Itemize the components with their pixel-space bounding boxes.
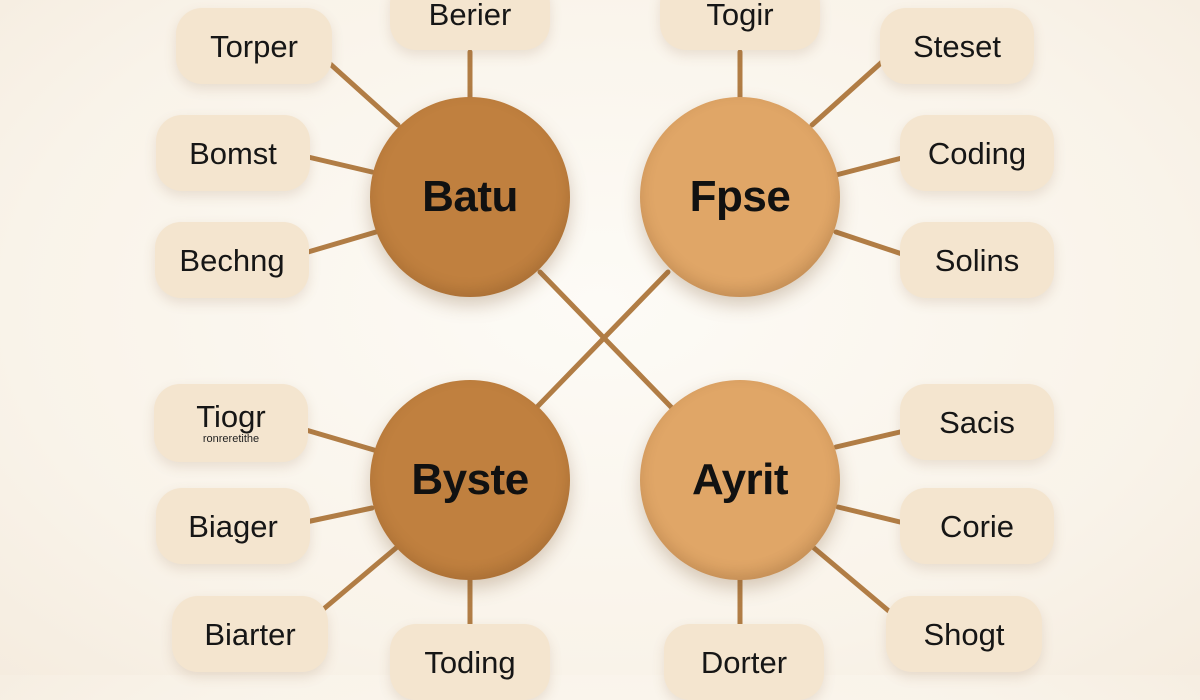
leaf-biager: Biager	[156, 488, 310, 564]
leaf-corie: Corie	[900, 488, 1054, 564]
connector-byste-biarter	[317, 545, 399, 615]
connector-batu-bomst	[305, 154, 375, 175]
connector-byste-tiogr	[303, 427, 377, 453]
hub-label-ayrit: Ayrit	[691, 455, 789, 504]
leaf-label: Sacis	[939, 404, 1015, 440]
connector-fpse-steset	[809, 59, 885, 128]
leaf-label: Biager	[188, 508, 278, 544]
leaf-label: Shogt	[923, 616, 1005, 652]
leaf-label: Biarter	[204, 616, 296, 652]
leaf-label: Bechng	[179, 242, 285, 278]
leaf-coding: Coding	[900, 115, 1054, 191]
leaf-label: Bomst	[189, 135, 277, 171]
mind-map-diagram: Batu Fpse Byste Ayrit Berier Torper Boms…	[154, 0, 1054, 700]
connector-fpse-coding	[833, 155, 905, 178]
connector-batu-torper	[325, 59, 401, 128]
leaf-label: Torper	[210, 28, 298, 64]
leaf-sacis: Sacis	[900, 384, 1054, 460]
connector-layer	[303, 49, 905, 629]
leaf-label: Coding	[927, 135, 1027, 171]
leaf-togir: Togir	[660, 0, 820, 50]
leaf-tiogr: Tiogr ronreretithe	[154, 384, 308, 462]
hub-fpse: Fpse	[640, 97, 840, 297]
cross-connector-fpse-byste	[535, 269, 671, 409]
leaf-shogt: Shogt	[886, 596, 1042, 672]
hub-label-batu: Batu	[422, 172, 518, 221]
hub-ayrit: Ayrit	[640, 380, 840, 580]
leaf-berier: Berier	[390, 0, 550, 50]
connector-ayrit-sacis	[833, 429, 903, 450]
leaf-label: Berier	[428, 0, 512, 32]
hub-batu: Batu	[370, 97, 570, 297]
leaf-steset: Steset	[880, 8, 1034, 84]
connector-byste-biager	[303, 505, 375, 525]
cross-connector-batu-ayrit	[537, 269, 675, 411]
leaf-label: Togir	[706, 0, 774, 32]
hub-label-fpse: Fpse	[689, 172, 791, 221]
hub-label-byste: Byste	[411, 455, 529, 504]
leaf-solins: Solins	[900, 222, 1054, 298]
leaf-sublabel: ronreretithe	[202, 433, 260, 445]
leaf-torper: Torper	[176, 8, 332, 84]
leaf-dorter: Dorter	[664, 624, 824, 700]
hub-byste: Byste	[370, 380, 570, 580]
connector-ayrit-shogt	[811, 545, 893, 615]
connector-fpse-solins	[833, 229, 905, 257]
connector-batu-bechng	[305, 229, 379, 255]
leaf-bomst: Bomst	[156, 115, 310, 191]
leaf-toding: Toding	[390, 624, 550, 700]
connector-ayrit-corie	[835, 504, 903, 525]
leaf-label: Toding	[424, 644, 516, 680]
leaf-label: Solins	[934, 242, 1020, 278]
leaf-bechng: Bechng	[155, 222, 309, 298]
leaf-label: Steset	[913, 28, 1001, 64]
leaf-label: Corie	[939, 508, 1015, 544]
leaf-label: Dorter	[700, 644, 788, 680]
leaf-label: Tiogr	[196, 399, 266, 434]
leaf-biarter: Biarter	[172, 596, 328, 672]
